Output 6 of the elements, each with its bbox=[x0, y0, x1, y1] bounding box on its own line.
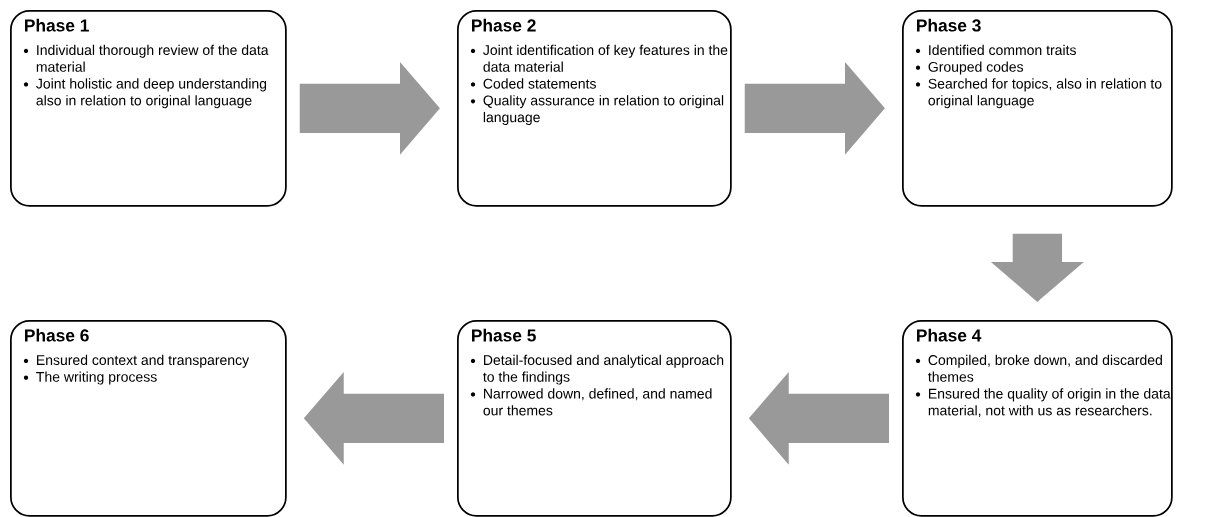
phase-box: Phase 4 Compiled, broke down, and discarded themes Ensured the quality of origin in the data material, not with us as researchers. bbox=[902, 320, 1173, 517]
phase-box: Phase 1 Individual thorough review of the data material Joint holistic and deep understanding also in relation to original language bbox=[10, 10, 287, 207]
phase-box: Phase 5 Detail-focused and analytical approach to the findings Narrowed down, defined, and named our themes bbox=[457, 320, 732, 517]
phase-box: Phase 6 Ensured context and transparency The writing process bbox=[10, 320, 287, 517]
phase-box: Phase 3 Identified common traits Grouped codes Searched for topics, also in relation to original language bbox=[902, 10, 1173, 207]
phase-box: Phase 2 Joint identification of key features in the data material Coded statements Quality assurance in relation to original language bbox=[457, 10, 732, 207]
